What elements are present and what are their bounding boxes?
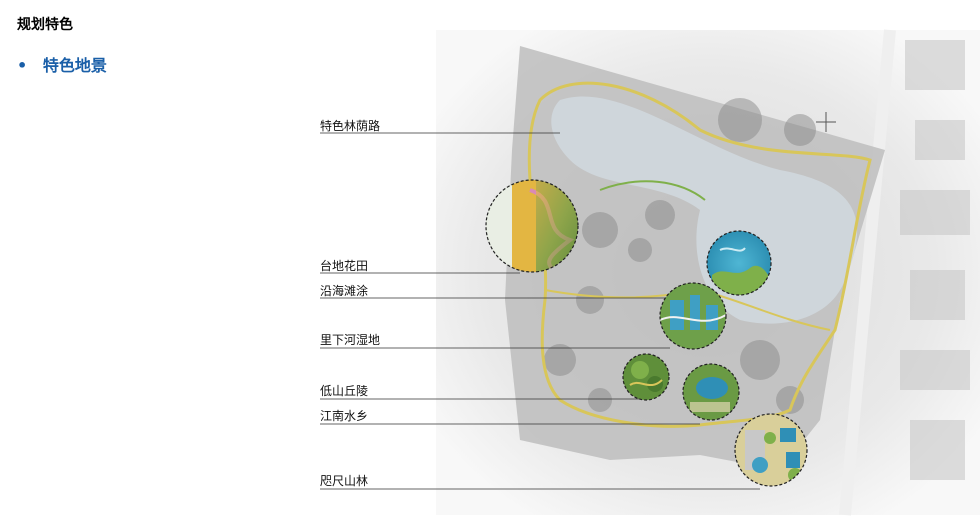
label-low-hills: 低山丘陵	[320, 384, 369, 398]
green-path	[599, 180, 706, 201]
callout-jiangnan-water-town	[682, 363, 740, 421]
section-heading: • 特色地景	[17, 52, 107, 76]
leader-lines	[320, 132, 760, 490]
lake	[551, 96, 858, 324]
label-coastal-beach: 沿海滩涂	[320, 284, 369, 298]
callout-coastal-beach	[706, 230, 772, 296]
bullet-icon: •	[17, 56, 28, 75]
label-terrace-flowers: 台地花田	[320, 259, 369, 273]
label-miniature-mountain-forest: 咫尺山林	[320, 474, 369, 488]
callout-low-hills	[622, 353, 670, 401]
callout-lixiahe-wetland	[659, 282, 727, 350]
road	[839, 29, 896, 516]
compass-icon	[816, 112, 836, 132]
callout-miniature-mountain-forest	[734, 413, 808, 487]
label-jiangnan-water-town: 江南水乡	[320, 409, 369, 423]
page-title: 规划特色	[17, 17, 73, 33]
section-heading-text: 特色地景	[42, 56, 107, 75]
label-lixiahe-wetland: 里下河湿地	[320, 333, 381, 347]
city-blocks	[900, 40, 970, 480]
label-forest-road: 特色林荫路	[320, 119, 381, 133]
callout-terrace-flowers	[485, 179, 579, 273]
